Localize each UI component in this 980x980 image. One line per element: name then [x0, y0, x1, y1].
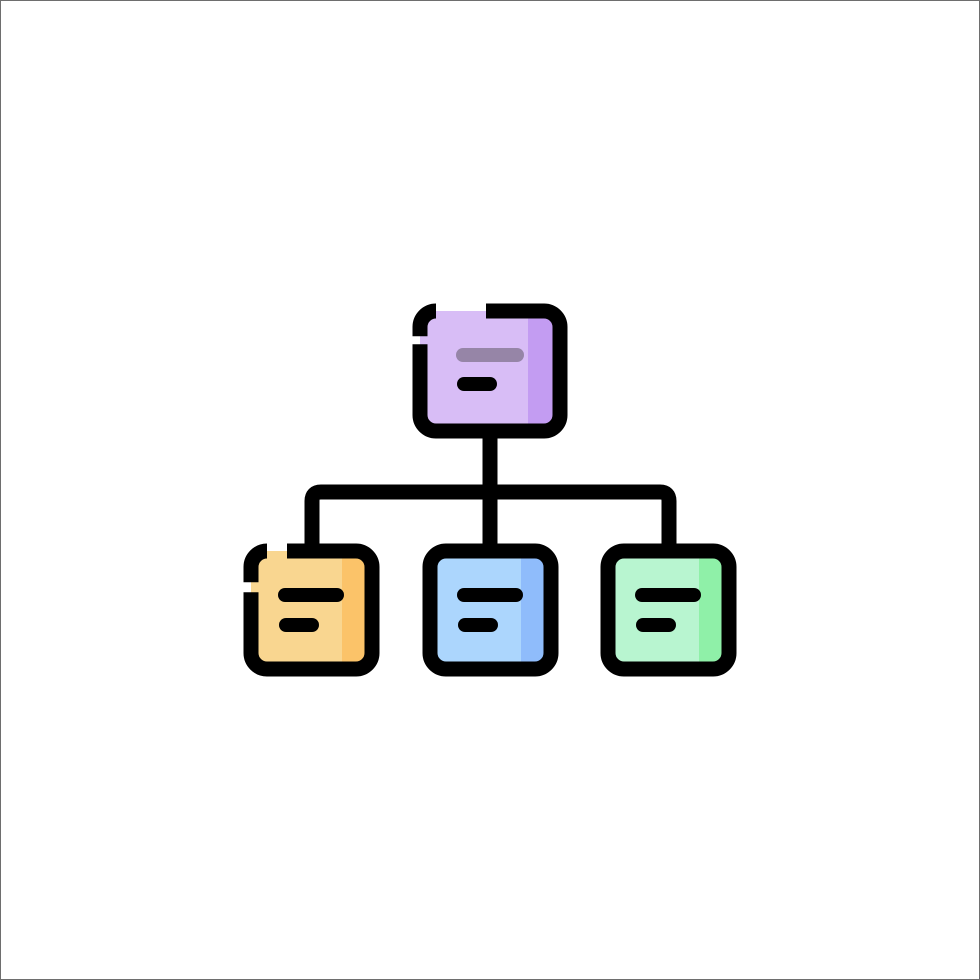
center-node-outline	[422, 543, 559, 677]
root-node-outline	[412, 303, 568, 439]
center-node-shade	[521, 553, 549, 667]
left-child-node	[243, 543, 380, 677]
root-node-fill	[420, 311, 560, 431]
center-node-fill	[430, 551, 551, 669]
center-child-node	[422, 543, 559, 677]
right-child-node	[600, 543, 737, 677]
right-node-shade	[699, 553, 727, 667]
root-node-shade	[528, 313, 558, 429]
connector-lines	[304, 423, 677, 557]
right-node-fill	[608, 551, 729, 669]
right-node-outline	[600, 543, 737, 677]
left-node-shade	[342, 553, 370, 667]
root-node	[412, 303, 568, 439]
left-node-outline	[243, 543, 380, 677]
left-node-fill	[251, 551, 372, 669]
